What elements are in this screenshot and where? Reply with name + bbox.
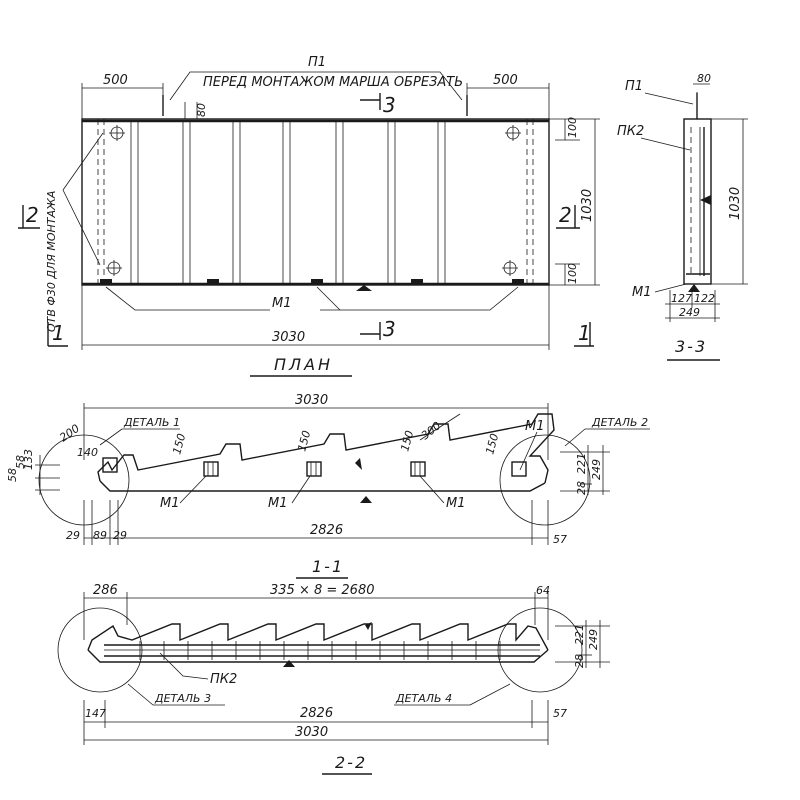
section22-dim-28: 28 bbox=[573, 654, 586, 668]
plan-side-note: ОТВ Ф30 ДЛЯ МОНТАЖА bbox=[45, 191, 58, 332]
section22-label-pk2: ПК2 bbox=[210, 672, 237, 687]
section22-detail-4: ДЕТАЛЬ 4 bbox=[395, 692, 452, 705]
section-2-2: 286 335 × 8 = 2680 64 221 249 28 ПК2 ДЕТ… bbox=[57, 583, 610, 775]
plan-step-lines bbox=[130, 121, 446, 284]
section22-detail-3: ДЕТАЛЬ 3 bbox=[154, 692, 211, 705]
plan-section-1-left: 1 bbox=[52, 321, 65, 345]
section11-stair-profile bbox=[97, 413, 555, 484]
section33-label-m1: М1 bbox=[632, 285, 652, 300]
plan-dim-3030: 3030 bbox=[272, 330, 305, 345]
mounting-holes bbox=[106, 125, 521, 276]
plan-dim-100-top: 100 bbox=[566, 117, 579, 138]
plan-section-2-left: 2 bbox=[26, 203, 39, 227]
section22-bottom bbox=[87, 649, 549, 663]
detail-2-circle bbox=[499, 434, 591, 526]
m1-plates bbox=[100, 279, 524, 291]
section22-dim-2826: 2826 bbox=[300, 706, 333, 721]
plan-dim-80: 80 bbox=[195, 103, 208, 117]
section33-dim-122: 122 bbox=[694, 292, 715, 305]
plan-section-1-right: 1 bbox=[578, 321, 591, 345]
plan-label-p1: П1 bbox=[308, 55, 326, 70]
section11-title: 1-1 bbox=[312, 557, 344, 576]
section22-dim-steps: 335 × 8 = 2680 bbox=[270, 583, 374, 598]
section11-dim-150-c: 150 bbox=[398, 429, 416, 453]
section11-dim-133: 133 bbox=[22, 449, 35, 470]
section22-dim-221: 221 bbox=[573, 624, 586, 645]
section33-label-pk2: ПК2 bbox=[617, 124, 644, 139]
section33-dim-80: 80 bbox=[697, 72, 711, 85]
section11-dim-58: 58 bbox=[6, 468, 19, 482]
plan-view: М1 500 500 П1 ПЕРЕД МОНТАЖОМ МАРША ОБРЕЗ… bbox=[18, 55, 600, 377]
section22-dim-286: 286 bbox=[93, 583, 118, 598]
section11-dim-2826: 2826 bbox=[310, 523, 343, 538]
section11-dim-249: 249 bbox=[590, 459, 603, 480]
section11-label-m1-a: М1 bbox=[160, 496, 180, 511]
plan-outline bbox=[81, 118, 550, 286]
section22-stair-profile bbox=[87, 623, 549, 651]
section33-dim-127: 127 bbox=[671, 292, 692, 305]
plan-title: ПЛАН bbox=[274, 355, 333, 374]
section11-bottom bbox=[99, 480, 546, 492]
section11-dim-150-b: 150 bbox=[295, 429, 313, 453]
plan-section-2-right: 2 bbox=[559, 203, 572, 227]
section11-dim-57: 57 bbox=[553, 533, 567, 546]
section11-dim-28: 28 bbox=[575, 481, 588, 495]
section22-dim-249: 249 bbox=[587, 629, 600, 650]
plan-section-3-bottom: 3 bbox=[383, 317, 396, 341]
section11-dim-29b: 29 bbox=[113, 529, 127, 542]
section11-embedded bbox=[102, 457, 527, 503]
section11-label-m1-b: М1 bbox=[268, 496, 288, 511]
plan-dim-100-bottom: 100 bbox=[566, 263, 579, 284]
section11-dim-29a: 29 bbox=[66, 529, 80, 542]
section11-label-m1-c: М1 bbox=[446, 496, 466, 511]
section11-dim-150-d: 150 bbox=[483, 432, 501, 456]
section33-label-p1: П1 bbox=[625, 79, 643, 94]
section22-title: 2-2 bbox=[335, 753, 367, 772]
section11-dim-140: 140 bbox=[77, 446, 98, 459]
section11-dim-221: 221 bbox=[575, 453, 588, 474]
plan-note-top: ПЕРЕД МОНТАЖОМ МАРША ОБРЕЗАТЬ bbox=[203, 75, 463, 90]
section33-dim-1030: 1030 bbox=[728, 187, 743, 220]
plan-dim-1030: 1030 bbox=[580, 189, 595, 222]
section11-label-m1-top: М1 bbox=[525, 419, 545, 434]
section-1-1: М1 М1 М1 М1 3030 ДЕТАЛЬ 1 ДЕТАЛЬ 2 200 1… bbox=[6, 393, 650, 579]
section22-dim-57: 57 bbox=[553, 707, 567, 720]
section11-dim-300: 300 bbox=[419, 419, 444, 442]
section22-rebar-ticks bbox=[139, 641, 501, 660]
section33-dim-249: 249 bbox=[679, 306, 700, 319]
section11-dim-58b: 58 bbox=[14, 455, 27, 469]
section11-detail-2: ДЕТАЛЬ 2 bbox=[591, 416, 648, 429]
section22-dim-64: 64 bbox=[536, 584, 550, 597]
section22-dim-147: 147 bbox=[85, 707, 106, 720]
section11-dim-150-a: 150 bbox=[170, 432, 188, 456]
section22-dim-3030: 3030 bbox=[295, 725, 328, 740]
plan-label-m1: М1 bbox=[272, 296, 292, 311]
section11-detail-1: ДЕТАЛЬ 1 bbox=[123, 416, 180, 429]
plan-section-3-top: 3 bbox=[383, 93, 396, 117]
plan-dim-500-left: 500 bbox=[103, 73, 128, 88]
section11-dim-89: 89 bbox=[93, 529, 107, 542]
section-3-3: П1 ПК2 М1 80 1030 127 122 249 3-3 bbox=[617, 72, 748, 361]
section33-title: 3-3 bbox=[675, 337, 707, 356]
plan-dim-500-right: 500 bbox=[493, 73, 518, 88]
section11-dim-3030: 3030 bbox=[295, 393, 328, 408]
